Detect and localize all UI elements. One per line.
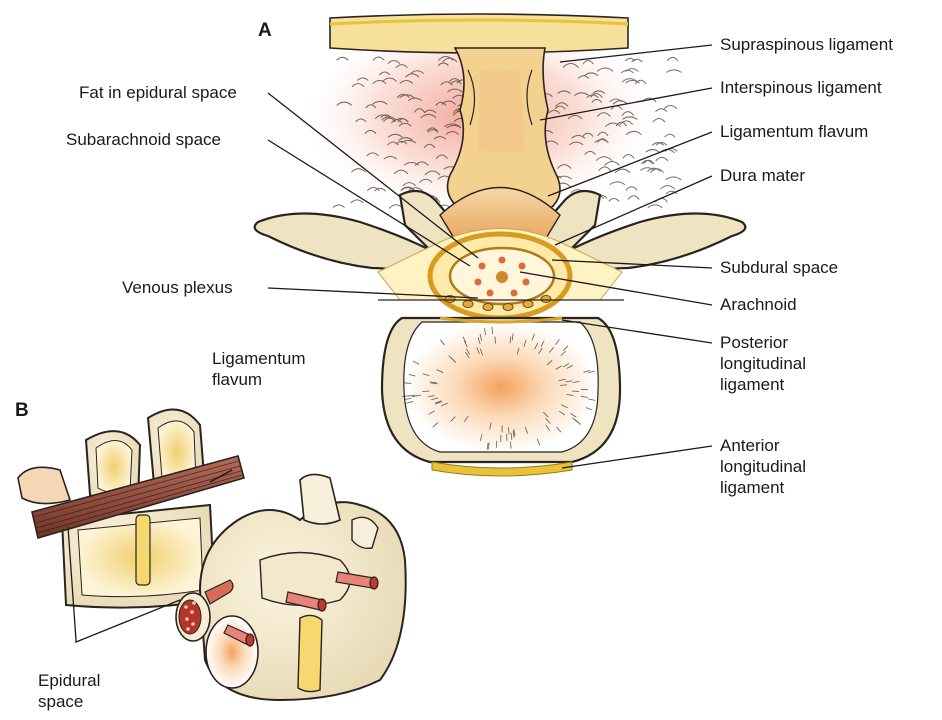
label-epidural-space: Epidural space: [38, 671, 105, 711]
panel-letter-b: B: [15, 400, 29, 421]
label-subdural-space: Subdural space: [720, 258, 838, 277]
label-ligamentum-flavum-b: Ligamentum flavum: [212, 349, 310, 389]
label-posterior-longitudinal-ligament: Posterior longitudinal ligament: [720, 333, 811, 394]
anterior-longitudinal-ligament: [432, 462, 572, 476]
label-interspinous-ligament: Interspinous ligament: [720, 78, 882, 97]
label-arachnoid: Arachnoid: [720, 295, 797, 314]
panel-a: [255, 14, 746, 476]
interspinous-ligament: [478, 69, 525, 152]
intervertebral-disc-b: [136, 515, 150, 585]
label-dura-mater: Dura mater: [720, 166, 805, 185]
label-ligamentum-flavum: Ligamentum flavum: [720, 122, 868, 141]
label-anterior-longitudinal-ligament: Anterior longitudinal ligament: [720, 436, 811, 497]
label-subarachnoid-space: Subarachnoid space: [66, 130, 221, 149]
panel-b: [18, 409, 406, 700]
label-supraspinous-ligament: Supraspinous ligament: [720, 35, 893, 54]
vertebral-body-cancellous: [404, 322, 598, 452]
disc-b-3d: [298, 615, 322, 691]
label-fat-in-epidural-space: Fat in epidural space: [79, 83, 237, 102]
facet-b: [18, 467, 70, 503]
label-venous-plexus: Venous plexus: [122, 278, 233, 297]
panel-letter-a: A: [258, 20, 272, 41]
